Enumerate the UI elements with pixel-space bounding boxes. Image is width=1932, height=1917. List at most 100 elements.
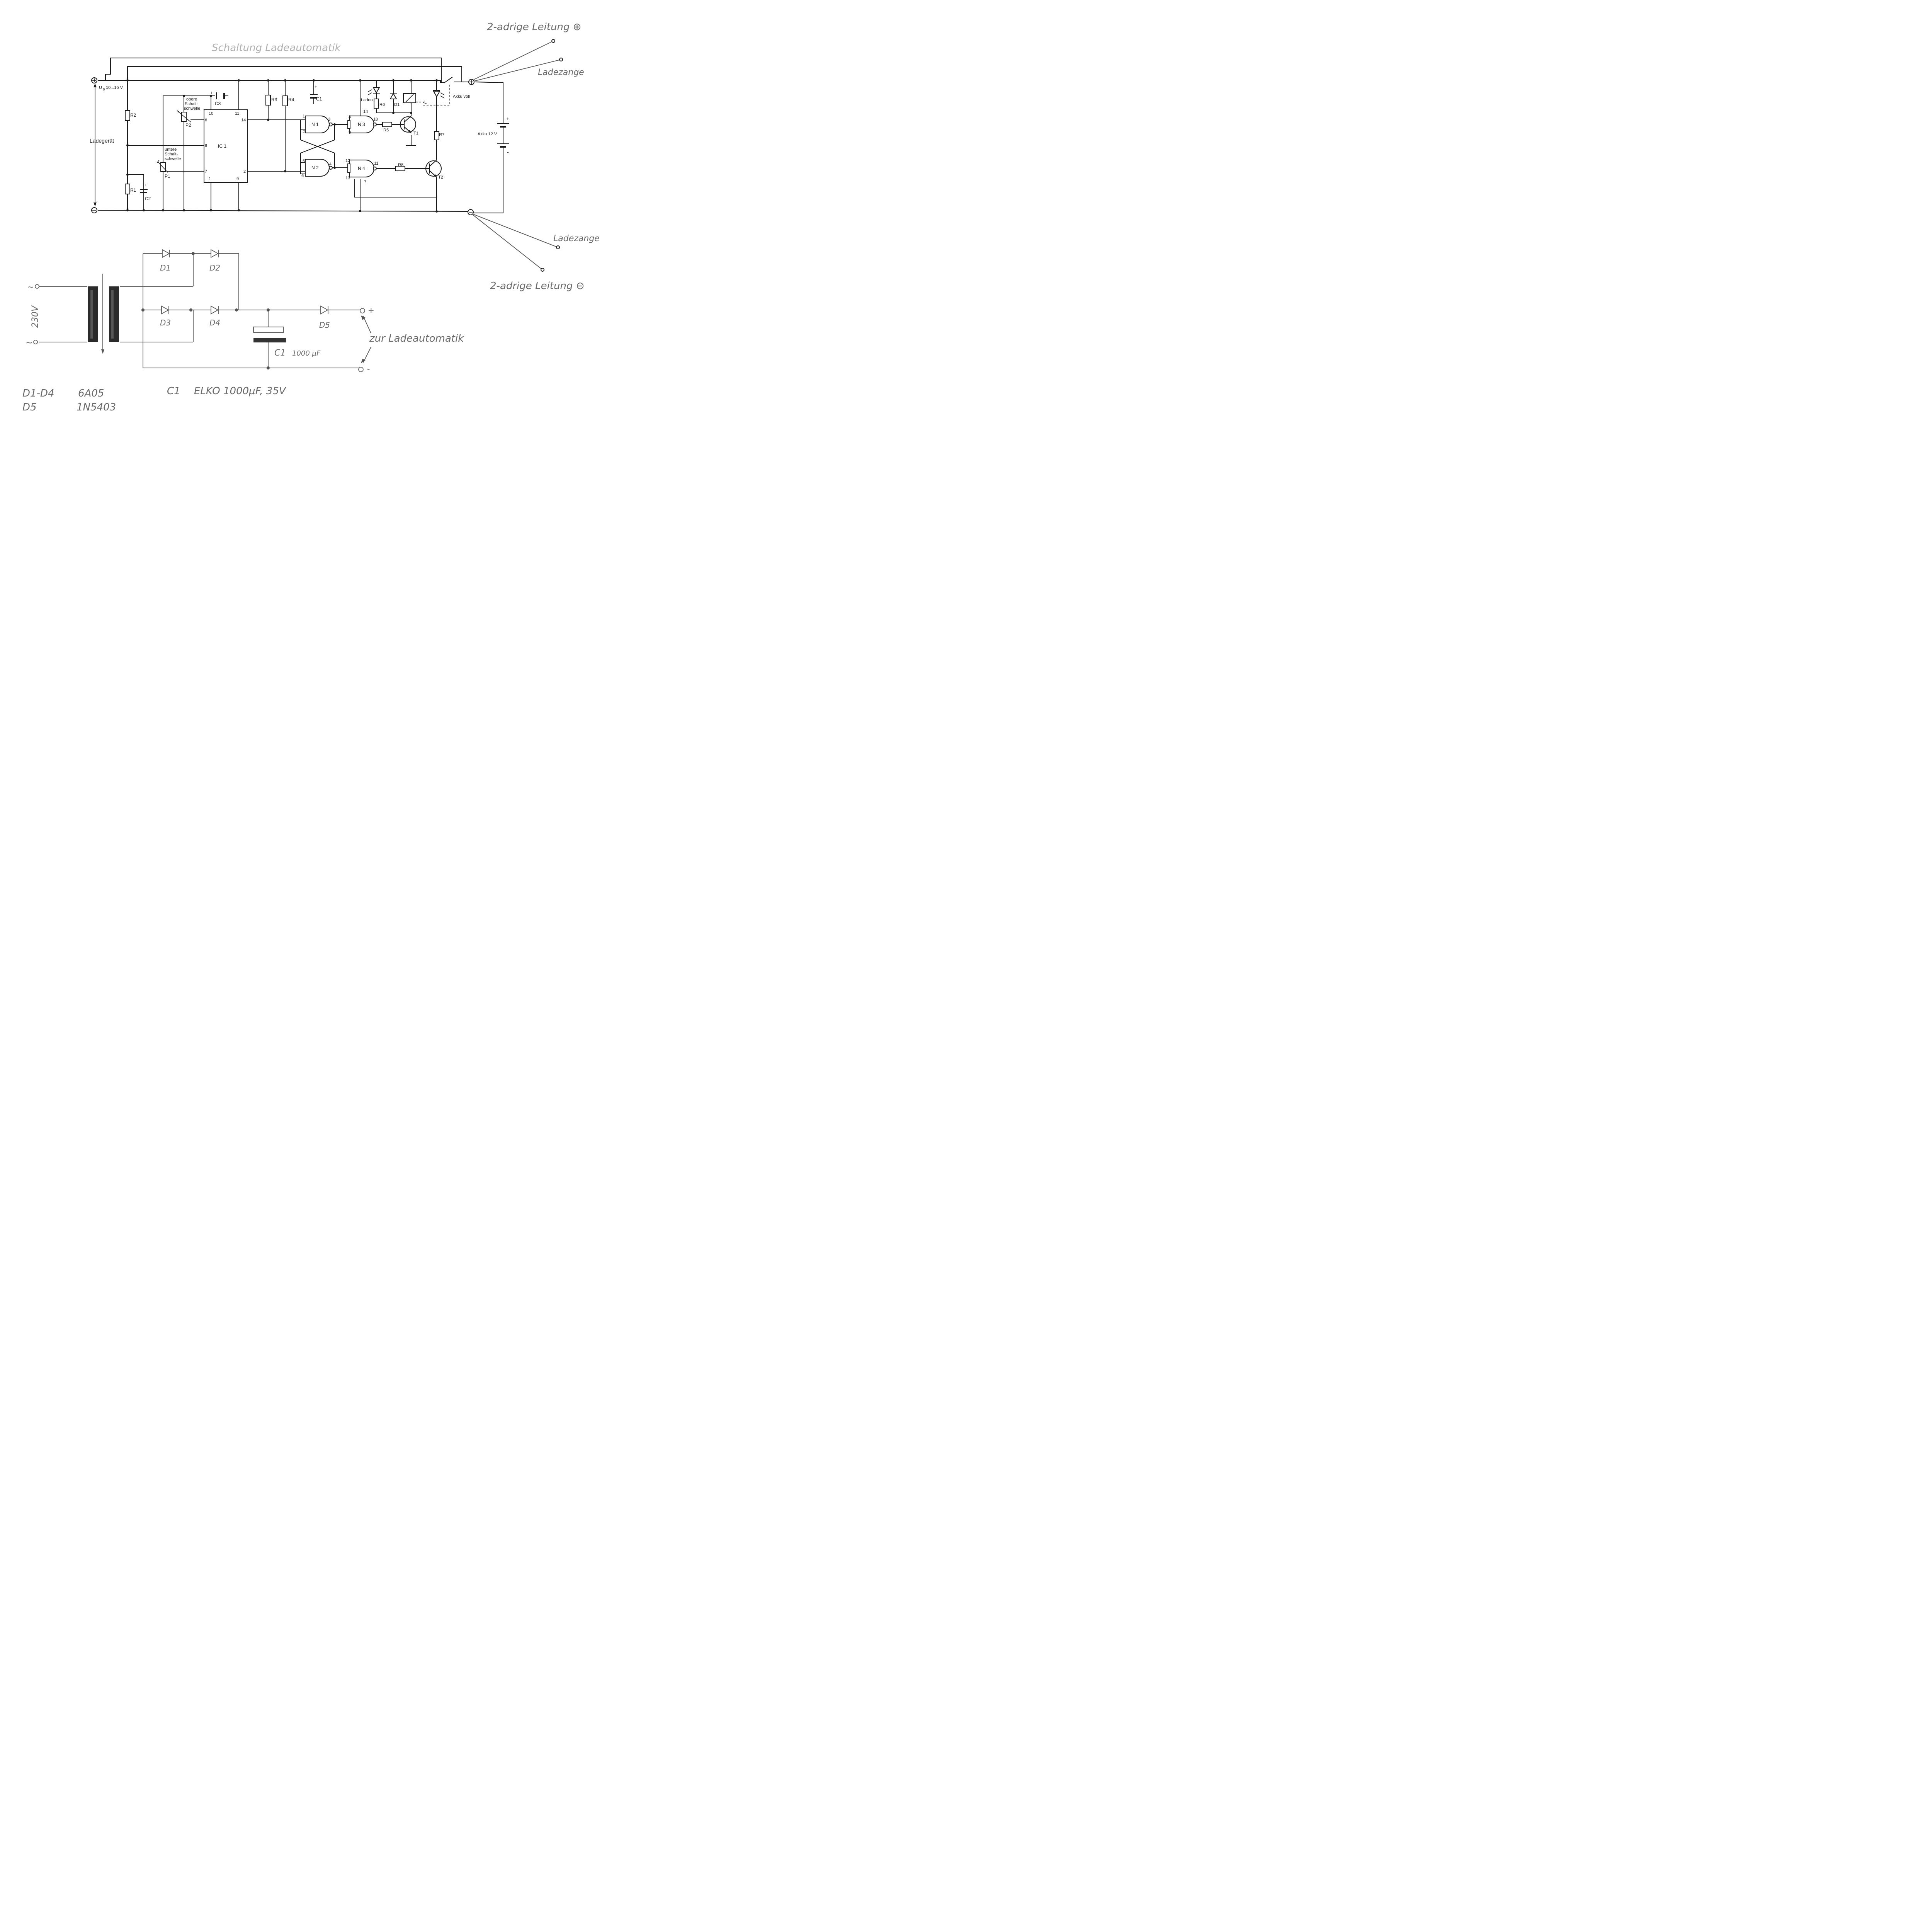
resistor-r5 [382,122,392,127]
resistor-r6 [374,99,379,109]
d1-label: D1 [394,102,400,107]
nand-gate-n2 [305,159,333,177]
supply-sub: B [103,88,105,91]
n4-pin13: 13 [345,176,350,180]
obere-3: schwelle [184,106,200,111]
psu-c1: C1 [274,348,286,358]
akku-label: Akku 12 V [478,132,497,136]
zange-top-label: Ladezange [538,68,584,77]
diode-d1 [389,92,397,99]
resistor-r7 [434,131,439,140]
n4-pin11: 11 [374,161,378,166]
psu-capacitor-c1 [253,327,286,342]
transistor-t2 [425,159,442,178]
n4-pin7: 7 [364,180,366,184]
r6-label: R6 [379,102,385,107]
supply-label: U [99,85,102,90]
plus-terminal [91,77,97,83]
n1-pin1: 1 [303,114,305,119]
potentiometer-p2 [177,110,191,123]
n2-pin4: 4 [329,162,332,167]
psu-d5: D5 [319,320,330,330]
n2-pin6: 6 [301,174,304,178]
c1-label: C1 [316,96,322,102]
r5-label: R5 [383,128,389,133]
r3-label: R3 [271,97,277,102]
n1-pin2: 2 [303,129,305,134]
minus-terminal [91,207,97,213]
n1-pin3: 3 [328,117,330,122]
ic-pin-9: 9 [236,177,239,181]
schematic-drawing: Schaltung Ladeautomatik [22,21,600,413]
parts-d1d4-type: 6A05 [78,388,104,399]
r2-label: R2 [130,112,136,118]
untere-3: schwelle [165,157,181,161]
n2-pin5: 5 [303,159,305,163]
tilde-top: ~ [27,283,34,292]
obere-1: obere [186,97,197,102]
psu-labels: ~ ~ 230V D1 D2 D3 D4 D5 C1 1000 µF + - z… [26,263,464,374]
parts-c1: C1 [167,385,180,397]
n3-pin14: 14 [363,109,368,114]
battery-minus: - [507,149,509,155]
n3-pin10: 10 [373,117,378,122]
psu-c1-value: 1000 µF [292,349,321,358]
psu-terminals [33,284,365,372]
r1-label: R1 [130,187,136,193]
ic-pin-1: 1 [209,177,211,181]
relay-coil [403,93,416,103]
charging-leads [473,39,563,272]
relay-l-label: L [424,100,427,105]
psu-junctions [141,252,270,369]
supply-range: 10...15 V [106,85,123,90]
ic-pin-8: 8 [205,143,207,148]
psu-out-plus: + [368,306,374,315]
zur-ladeautomatik: zur Ladeautomatik [369,333,464,344]
r4-label: R4 [288,97,294,102]
resistor-r4 [282,95,288,106]
ic-pin-6: 6 [205,118,207,123]
r8-label: R8 [398,163,403,167]
voltage-230v: 230V [31,305,40,328]
resistor-r3 [265,95,271,106]
parts-d1d4: D1-D4 [22,388,54,399]
ic1-label: IC 1 [218,143,226,149]
ic-pin-2: 2 [243,169,246,174]
parts-d5: D5 [22,402,37,413]
laden-label: Laden [361,98,373,102]
akku-voll-label: Akku voll [453,94,470,99]
battery-akku [497,123,509,148]
psu-arrows [361,315,371,363]
c2-label: C2 [145,196,151,201]
parts-c1-desc: ELKO 1000µF, 35V [194,385,287,397]
transformer [88,286,119,342]
psu-out-minus: - [367,364,370,374]
ladegeraet-label: Ladegerät [90,138,114,144]
power-supply-wiring [39,253,361,368]
ic-pin-14: 14 [241,118,246,123]
c2-plus: + [145,183,147,187]
n2-label: N 2 [311,165,319,170]
nand-gate-n3 [347,116,377,133]
nand-gate-n4 [347,160,377,177]
ic-pin-10: 10 [209,111,213,116]
battery-plus: + [506,116,509,122]
c3-plus: + [210,91,213,95]
transistor-t1 [400,115,416,134]
untere-1: untere [165,147,177,152]
n1-label: N 1 [311,122,319,127]
potentiometer-p1 [156,160,168,173]
junction-dots [126,79,438,213]
n4-pin12: 12 [345,158,350,163]
capacitor-c1 [310,94,318,99]
led-laden [367,87,380,95]
ic-pin-7: 7 [205,169,207,174]
psu-d3: D3 [160,318,171,327]
psu-d1: D1 [160,263,171,272]
c1-plus: + [315,85,317,89]
nand-gate-n1 [305,116,333,133]
p1-label: P1 [165,174,170,179]
top-labels: U B 10...15 V Ladegerät R2 R1 C2 + R3 R4… [90,85,509,201]
lead-bottom-label: 2-adrige Leitung ⊖ [490,280,584,292]
n3-label: N 3 [358,122,365,127]
